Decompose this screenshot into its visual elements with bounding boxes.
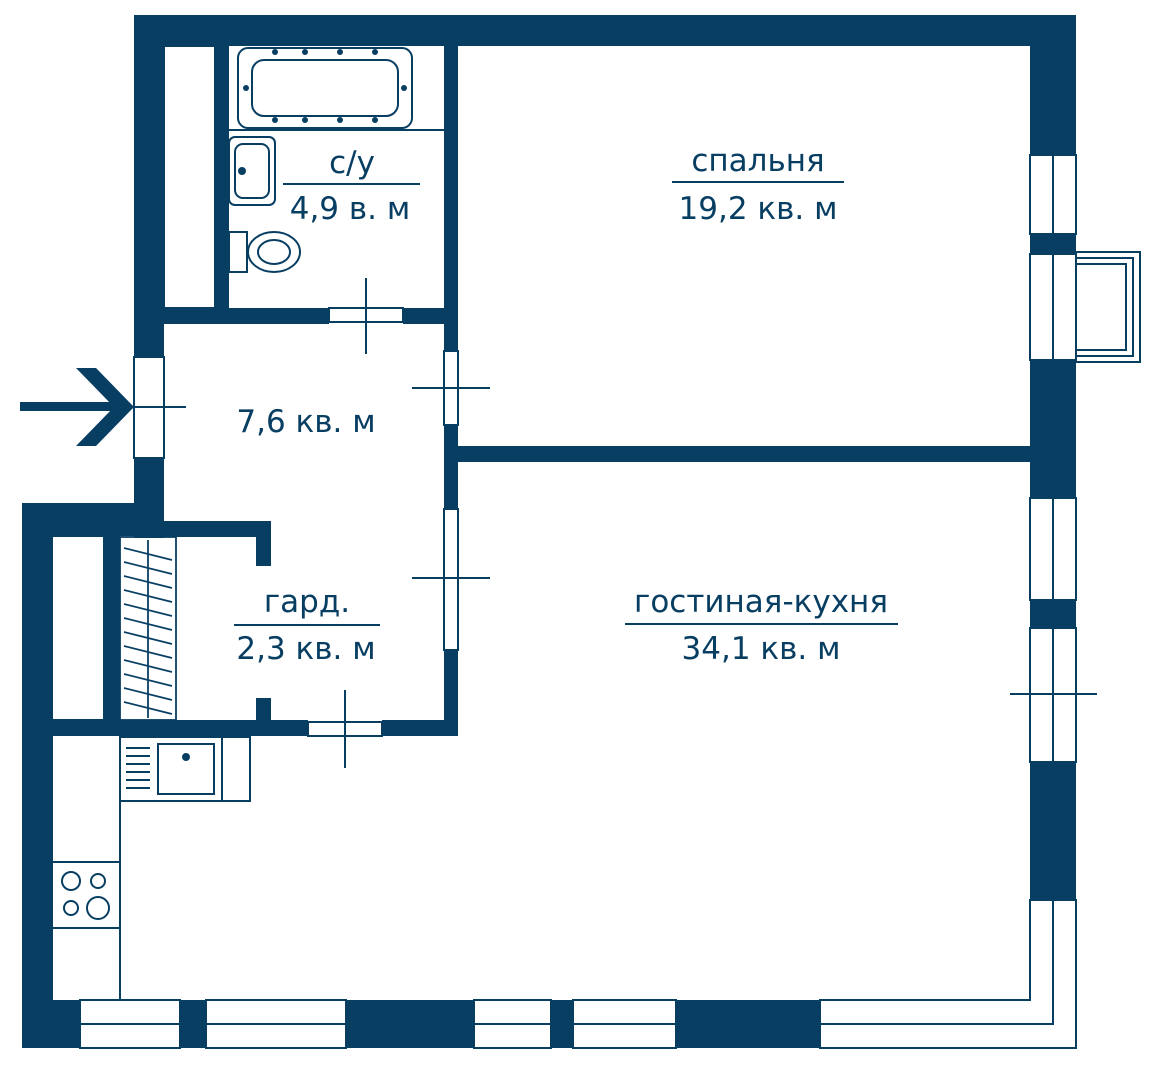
wardrobe-rail-icon — [119, 536, 177, 721]
bathroom-name: с/у — [329, 145, 375, 181]
kitchen-sink-icon — [119, 736, 251, 802]
doors — [133, 278, 1097, 768]
room-labels: с/у 4,9 в. м спальня 19,2 кв. м 7,6 кв. … — [234, 143, 898, 667]
toilet-icon — [228, 231, 301, 273]
hallway-area: 7,6 кв. м — [236, 404, 375, 440]
bedroom-area: 19,2 кв. м — [679, 191, 838, 227]
sink-icon — [228, 136, 276, 206]
living-kitchen-name: гостиная-кухня — [634, 584, 888, 620]
bedroom-name: спальня — [691, 143, 824, 179]
wardrobe-name: гард. — [264, 584, 350, 620]
wardrobe-area: 2,3 кв. м — [236, 631, 375, 667]
walls — [22, 15, 1076, 1048]
entrance-arrow-icon — [20, 368, 134, 446]
bathtub-icon — [237, 47, 413, 129]
living-kitchen-area: 34,1 кв. м — [682, 631, 841, 667]
stove-icon — [51, 861, 121, 929]
bathroom-area: 4,9 в. м — [290, 191, 411, 227]
windows — [79, 154, 1141, 1049]
